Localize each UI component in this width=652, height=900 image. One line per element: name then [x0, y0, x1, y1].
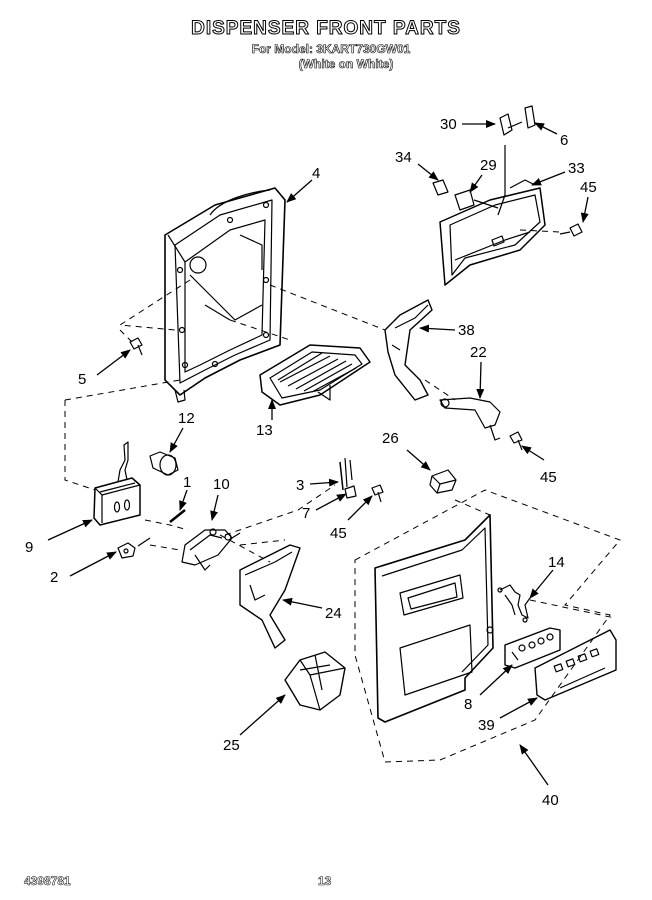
- callout-2: 2: [50, 569, 58, 586]
- wiring-part-14: [497, 584, 531, 623]
- leader-lines: [47, 120, 589, 786]
- callout-10: 10: [213, 476, 230, 493]
- assembly-lines: [64, 229, 621, 763]
- model-line: For Model: 3KART730GW01: [251, 42, 411, 57]
- part-10: [181, 528, 241, 571]
- callout-39: 39: [478, 717, 495, 734]
- part-22: [439, 397, 501, 441]
- callout-45-mid: 45: [330, 525, 347, 542]
- callout-40: 40: [542, 792, 559, 809]
- callout-38: 38: [458, 322, 475, 339]
- callout-8: 8: [464, 696, 472, 713]
- callout-24: 24: [325, 605, 342, 622]
- actuator-lever-part-24: [239, 544, 301, 649]
- callout-26: 26: [382, 430, 399, 447]
- callout-45-right: 45: [540, 469, 557, 486]
- callout-12: 12: [178, 410, 195, 427]
- screw-part-45-right: [509, 431, 523, 451]
- callout-6: 6: [560, 132, 568, 149]
- callout-5: 5: [78, 371, 86, 388]
- dispenser-control-assembly-part-33: [439, 145, 546, 286]
- funnel-part-25: [284, 651, 346, 711]
- part-29: [454, 189, 499, 211]
- callout-4: 4: [312, 165, 320, 182]
- callout-9: 9: [25, 539, 33, 556]
- callout-45-top: 45: [580, 179, 597, 196]
- part-30: [499, 113, 523, 136]
- drip-tray-part-13: [259, 344, 371, 406]
- housing-frame-part-4: [164, 187, 286, 403]
- document-number: 4398781: [24, 874, 71, 889]
- part-6: [524, 105, 536, 129]
- part-34: [432, 179, 449, 196]
- callouts: 4 30 6 34 29 33 45 5 38 22 12 13 26 45 3…: [25, 116, 597, 809]
- callout-30: 30: [440, 116, 457, 133]
- part-3: [339, 457, 353, 491]
- callout-7: 7: [302, 505, 310, 522]
- callout-1: 1: [183, 474, 191, 491]
- page-title: DISPENSER FRONT PARTS: [191, 18, 461, 40]
- part-12: [149, 451, 179, 476]
- rod-part-1: [169, 509, 186, 523]
- solenoid-part-9: [93, 441, 141, 526]
- part-38: [384, 299, 433, 401]
- callout-14: 14: [548, 554, 565, 571]
- callout-13: 13: [256, 422, 273, 439]
- front-panel-part-40: [374, 514, 494, 723]
- membrane-part-39: [534, 629, 617, 701]
- callout-25: 25: [223, 737, 240, 754]
- callout-22: 22: [470, 344, 487, 361]
- callout-29: 29: [480, 157, 497, 174]
- part-2: [117, 537, 151, 559]
- callout-3: 3: [296, 477, 304, 494]
- screw-part-45-mid: [371, 484, 384, 503]
- callout-34: 34: [395, 149, 412, 166]
- screw-part-5: [129, 337, 143, 356]
- color-line: (White on White): [298, 57, 394, 72]
- callout-33: 33: [568, 160, 585, 177]
- part-7: [344, 485, 357, 499]
- screw-part-45-top: [559, 223, 583, 237]
- part-26: [429, 469, 457, 494]
- page-number: 13: [318, 874, 332, 889]
